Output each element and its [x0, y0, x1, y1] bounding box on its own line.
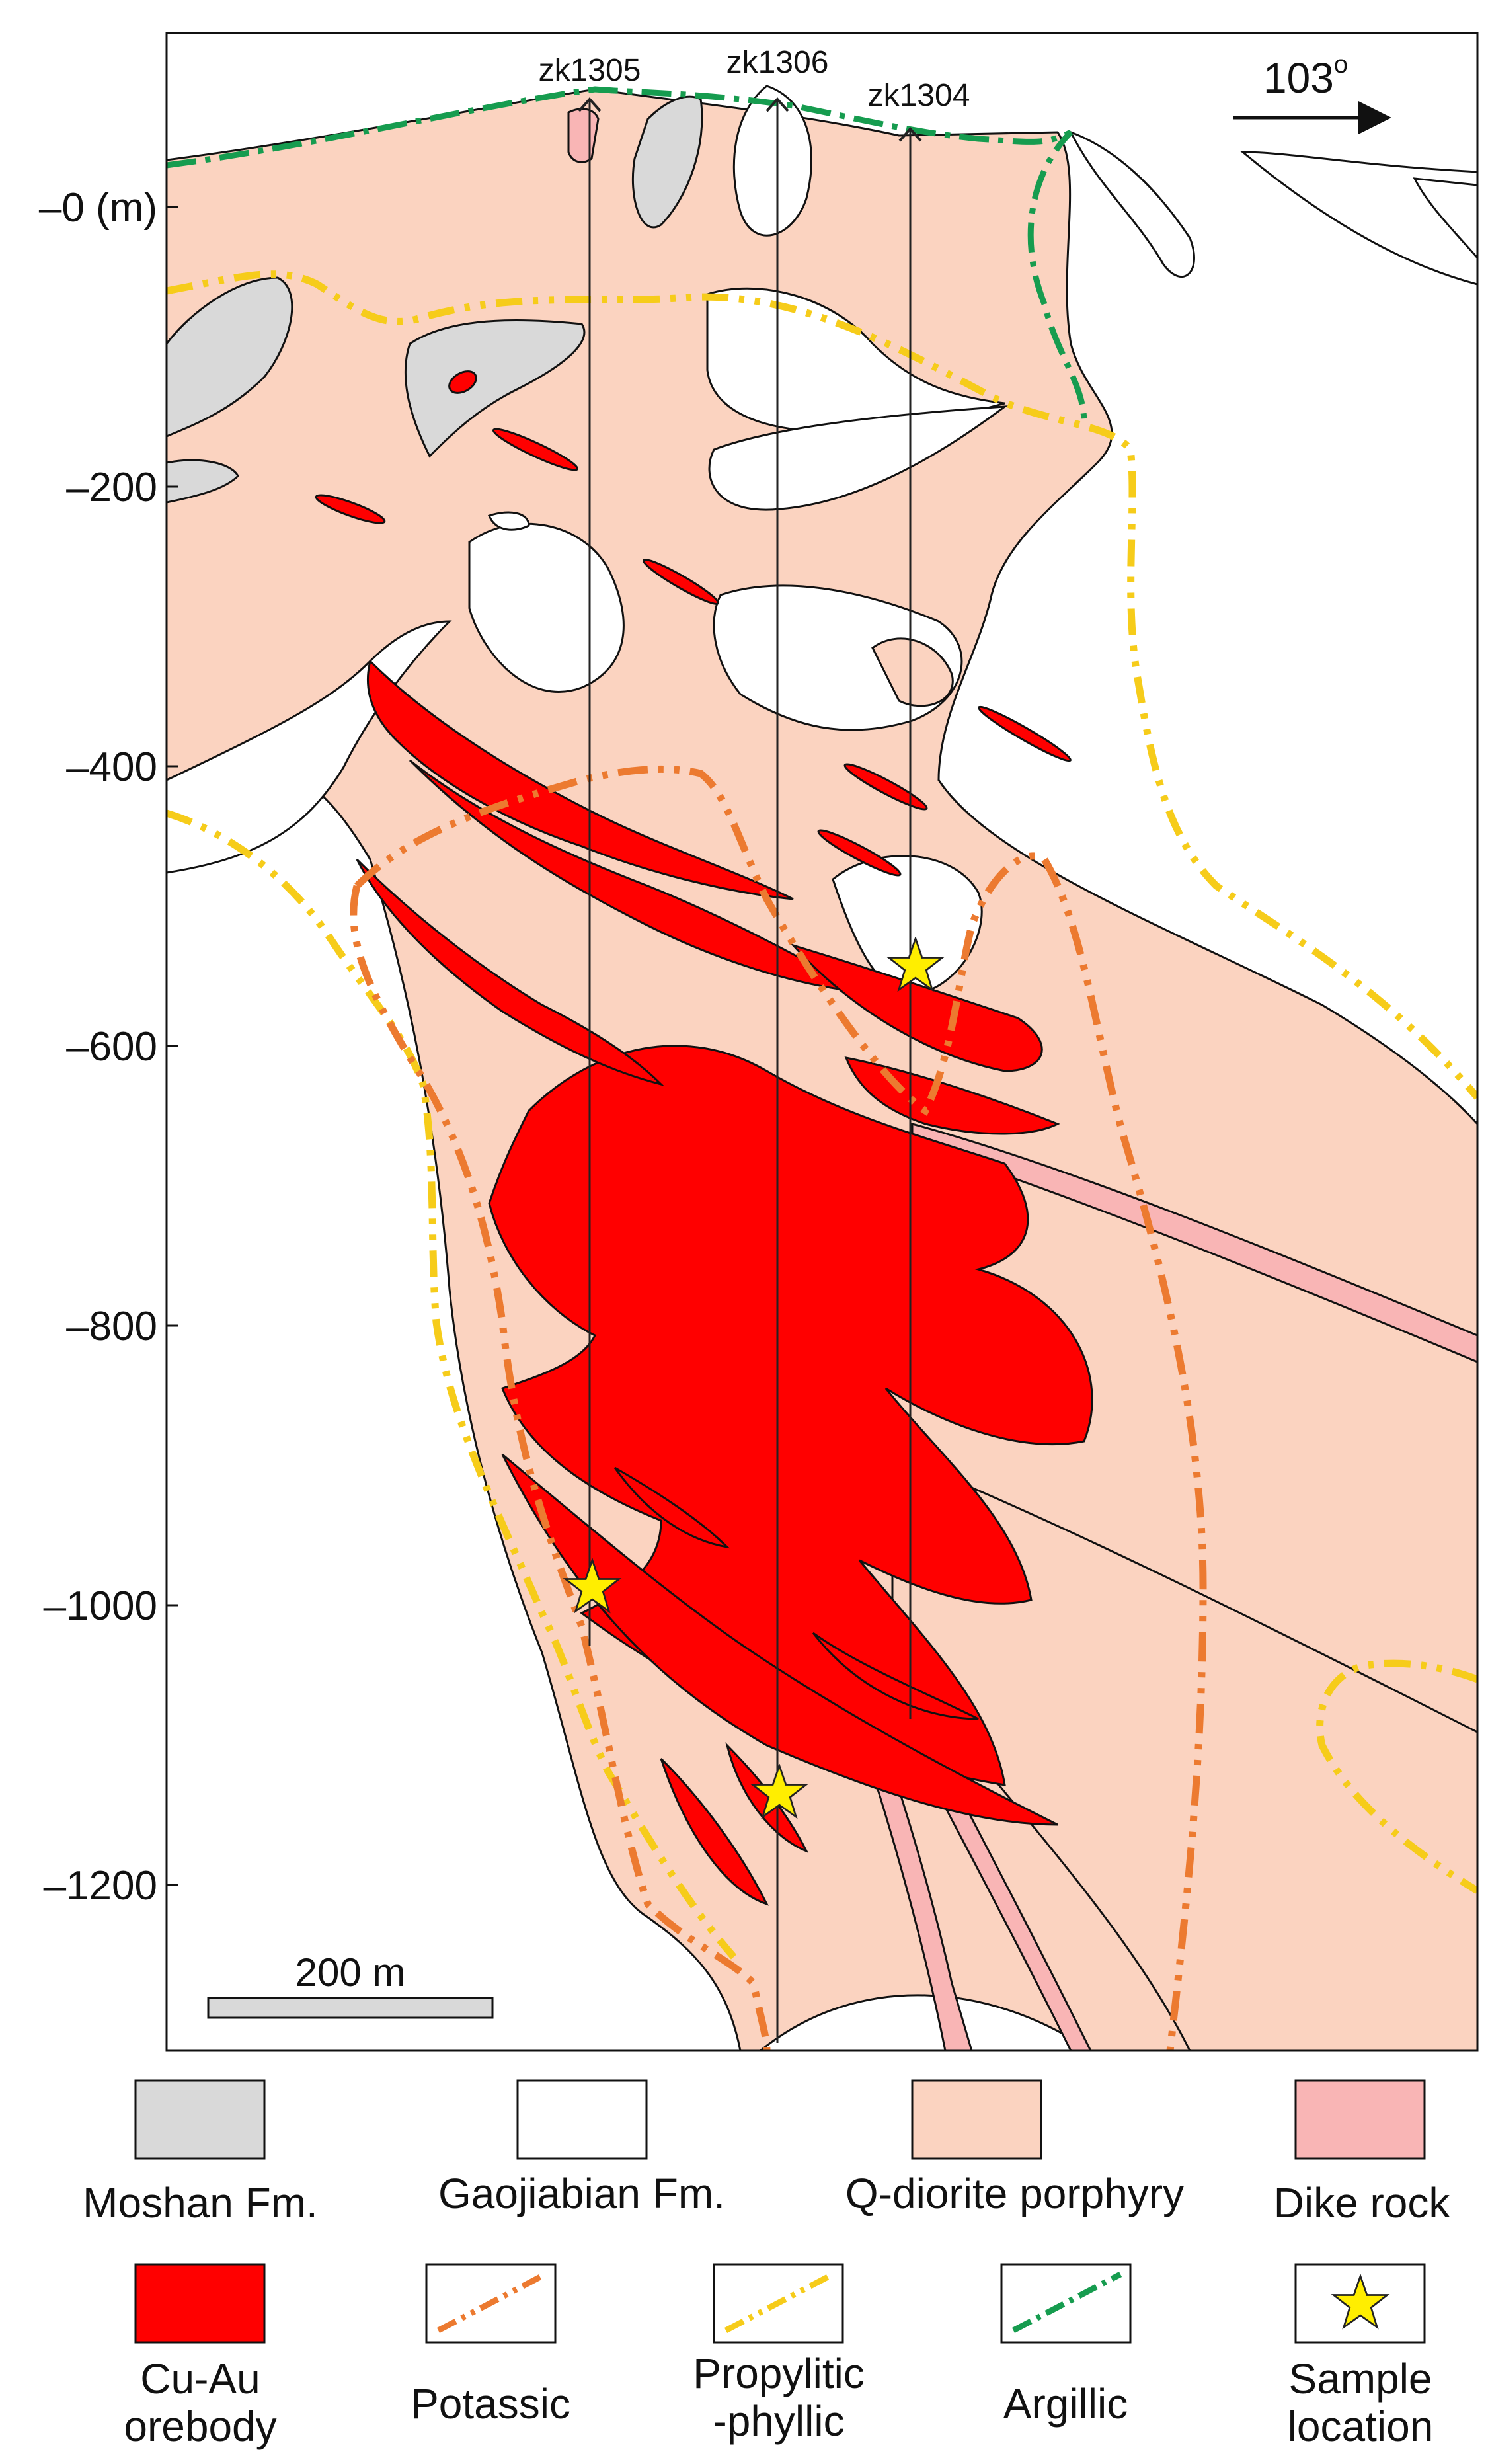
scale-bar-label: 200 m — [295, 1950, 406, 1995]
drill-hole-lines — [588, 99, 912, 2043]
drill-hole-labels: zk1305 zk1306 zk1304 — [539, 45, 970, 113]
argillic-boundary — [167, 86, 1087, 424]
drill-hole-label-zk1304: zk1304 — [868, 78, 970, 113]
legend-label-argillic: Argillic — [1003, 2380, 1128, 2428]
legend-swatch-qdiorite — [911, 2079, 1042, 2160]
legend-label-propylitic-1: Propylitic — [693, 2350, 865, 2397]
legend-line-argillic — [1011, 2272, 1122, 2333]
scale-bar — [207, 1997, 494, 2019]
legend-line-potassic — [436, 2272, 547, 2333]
legend: Moshan Fm. Gaojiabian Fm. Q-diorite porp… — [83, 2079, 1451, 2450]
propylitic-phyllic-boundary — [167, 270, 1477, 1100]
drill-hole-label-zk1306: zk1306 — [726, 45, 829, 80]
legend-label-propylitic-2: -phyllic — [713, 2397, 844, 2445]
collar-caret-zk1304 — [898, 126, 922, 142]
drill-hole-collars — [578, 97, 922, 142]
depth-label: –0 (m) — [39, 185, 157, 231]
alteration-lines — [167, 86, 1477, 2051]
propylitic-phyllic-lower — [167, 809, 737, 1960]
direction-label: 103o — [1263, 51, 1348, 102]
depth-label: –800 — [66, 1304, 157, 1349]
cross-section-map: 200 m 103o — [167, 33, 1477, 2051]
legend-line-propylitic — [724, 2272, 835, 2333]
cu-au-orebodies — [356, 659, 1093, 1906]
legend-label-dike: Dike rock — [1274, 2179, 1451, 2227]
depth-label: –1000 — [44, 1583, 157, 1629]
depth-label: –400 — [66, 744, 157, 790]
legend-label-potassic: Potassic — [411, 2380, 570, 2428]
depth-label: –200 — [66, 465, 157, 510]
legend-swatch-dike — [1294, 2079, 1426, 2160]
moshan-bodies — [167, 95, 703, 504]
collar-caret-zk1305 — [578, 97, 602, 112]
depth-axis: –0 (m) –200 –400 –600 –800 –1000 –1200 — [39, 185, 178, 1909]
drill-hole-label-zk1305: zk1305 — [539, 53, 641, 88]
legend-label-moshan: Moshan Fm. — [83, 2179, 318, 2227]
map-frame — [165, 32, 1479, 2052]
collar-caret-zk1306 — [765, 97, 789, 112]
potassic-boundary-lower — [350, 885, 771, 2051]
legend-swatch-argillic — [1000, 2263, 1132, 2344]
depth-label: –1200 — [44, 1863, 157, 1909]
legend-swatch-gaojiabian — [516, 2079, 648, 2160]
legend-label-orebody-1: Cu-Au — [140, 2355, 260, 2403]
legend-swatch-orebody — [134, 2263, 266, 2344]
small-ore-lenses — [315, 370, 1072, 877]
propylitic-phyllic-small — [1316, 1659, 1477, 1894]
legend-label-qdiorite: Q-diorite porphyry — [845, 2170, 1184, 2217]
legend-label-sample-1: Sample — [1289, 2355, 1432, 2403]
legend-label-sample-2: location — [1288, 2403, 1434, 2450]
depth-label: –600 — [66, 1024, 157, 1070]
legend-swatch-moshan — [134, 2079, 266, 2160]
legend-label-gaojiabian: Gaojiabian Fm. — [438, 2170, 725, 2217]
gaojiabian-inclusions — [468, 85, 1477, 995]
legend-label-orebody-2: orebody — [124, 2403, 276, 2450]
